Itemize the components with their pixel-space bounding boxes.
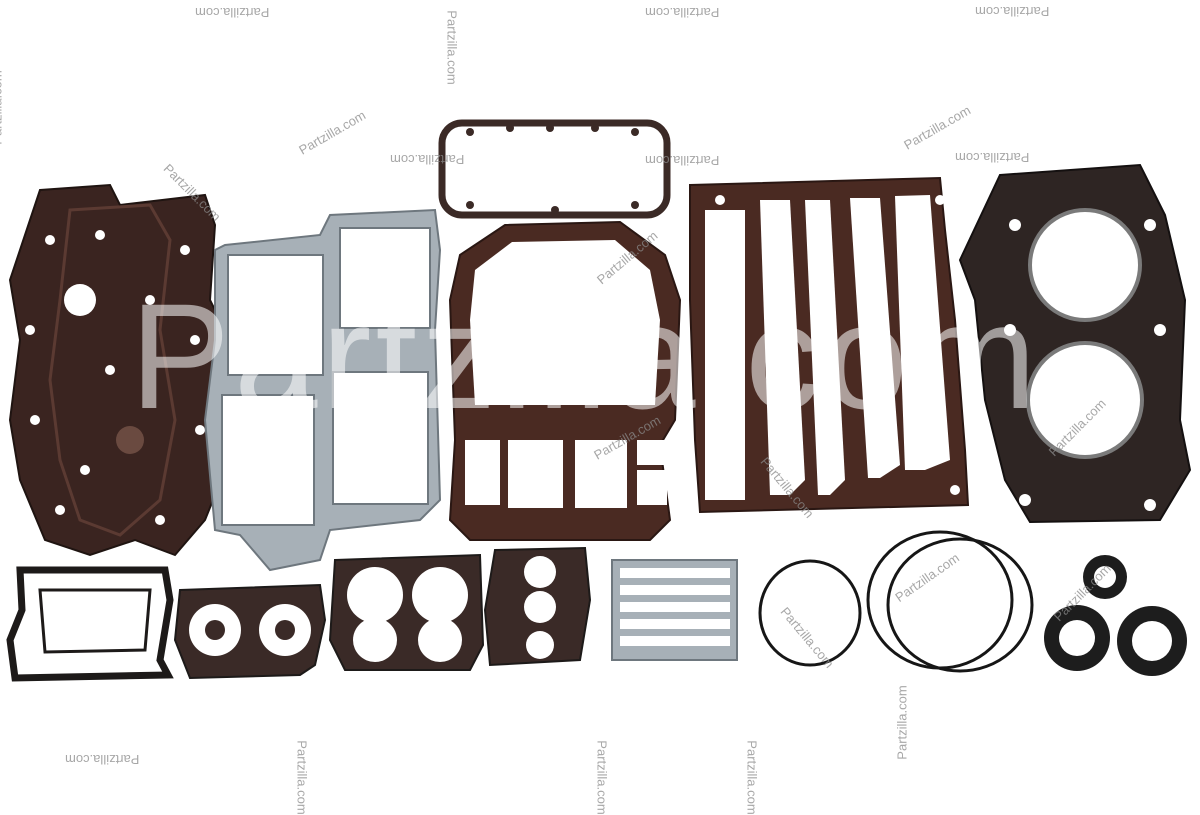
carb-gasket-2 [173,583,327,680]
watermark-top-3: Partzilla.com [975,4,1050,19]
watermark-left-edge: Partzilla.com [0,70,5,145]
reed-valve-gasket-stack [611,559,738,661]
watermark-bottom-4: Partzilla.com [594,740,610,815]
o-ring-large-pair [866,530,1034,673]
watermark-bottom-2: Partzilla.com [894,685,910,760]
cylinder-head-gasket-left [8,183,227,557]
oil-seal-small [1083,555,1127,599]
watermark-bottom-1: Partzilla.com [65,752,140,767]
reed-block-gasket [483,546,592,667]
watermark-top-1: Partzilla.com [195,5,270,20]
carb-gasket-1 [6,566,174,682]
watermark-center-1: Partzilla.com [390,152,465,167]
watermark-center-2: Partzilla.com [645,153,720,168]
watermark-right-1: Partzilla.com [955,150,1030,165]
powerhead-base-gasket [448,220,682,541]
grey-cover-gasket [203,208,442,572]
watermark-bottom-5: Partzilla.com [744,740,760,815]
exhaust-plate-gasket [689,176,970,514]
watermark-top-vertical: Partzilla.com [444,10,460,85]
cylinder-head-gasket-right [958,163,1192,524]
watermark-large: Partzilla.com [130,272,1041,440]
watermark-top-2: Partzilla.com [645,5,720,20]
o-ring-small [758,559,862,667]
rectangular-cover-gasket [438,119,671,219]
watermark-bottom-3: Partzilla.com [294,740,310,815]
carb-gasket-3 [328,553,485,671]
oil-seal-left [1044,605,1110,671]
oil-seal-right [1117,606,1187,676]
